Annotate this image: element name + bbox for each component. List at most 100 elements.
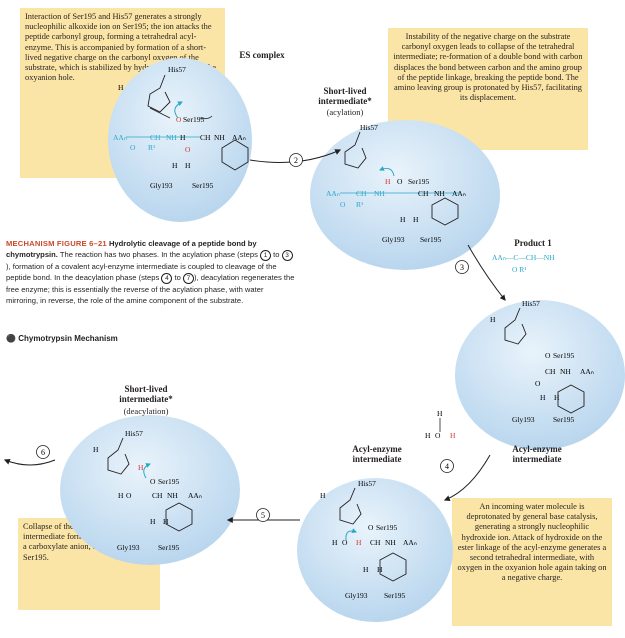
enzyme-sphere-short-lived-1 (310, 120, 500, 270)
caption-body-2: ), formation of a covalent acyl-enzyme i… (6, 261, 277, 283)
svg-text:Ser195: Ser195 (408, 177, 429, 186)
svg-text:H: H (490, 315, 496, 324)
caption-body-1: The reaction has two phases. In the acyl… (59, 250, 258, 260)
label-acylation-sub: (acylation) (326, 107, 364, 117)
caption-to-1: to (273, 250, 280, 260)
step-arrow-4 (443, 454, 491, 502)
svg-text:H: H (377, 565, 383, 574)
figure-caption: MECHANISM FIGURE 6–21 Hydrolytic cleavag… (6, 238, 296, 307)
svg-text:O: O (342, 538, 348, 547)
svg-text:O: O (397, 177, 403, 186)
svg-text:CH: CH (356, 189, 367, 198)
svg-text:NH: NH (560, 367, 571, 376)
svg-text:H: H (356, 538, 362, 547)
svg-text:His57: His57 (125, 429, 143, 438)
svg-text:AAₙ: AAₙ (403, 538, 417, 547)
svg-text:6: 6 (41, 448, 45, 457)
svg-text:His57: His57 (358, 479, 376, 488)
svg-text:H: H (413, 215, 419, 224)
step-ref-4: 4 (161, 272, 173, 284)
svg-text:AAₙ: AAₙ (580, 367, 594, 376)
step-4-marker: 4 (440, 459, 454, 473)
svg-text:O: O (435, 431, 441, 440)
svg-text:NH: NH (214, 133, 225, 142)
step-2-marker: 2 (289, 153, 303, 167)
svg-text:NH: NH (167, 491, 178, 500)
svg-text:Ser195: Ser195 (420, 235, 441, 244)
svg-text:H: H (163, 517, 169, 526)
svg-text:3: 3 (460, 263, 464, 272)
label-short-lived-deacylation: Short-lived intermediate* (119, 384, 173, 404)
svg-text:AAₙ: AAₙ (113, 133, 127, 142)
svg-text:H: H (93, 445, 99, 454)
svg-text:CH: CH (370, 538, 381, 547)
mechanism-link-label: Chymotrypsin Mechanism (18, 334, 118, 343)
step-ref-7: 7 (182, 272, 194, 284)
label-short-lived-acylation: Short-lived intermediate* (318, 86, 372, 106)
svg-text:H: H (363, 565, 369, 574)
svg-text:O: O (126, 491, 132, 500)
step-6-marker: 6 (36, 445, 50, 459)
svg-text:H: H (400, 215, 406, 224)
acyl-enzyme-right-structure: His57 H O Ser195 CH NH AAₙ O H H Gly193 … (490, 299, 594, 424)
svg-text:AAₙ: AAₙ (326, 189, 340, 198)
short-lived-2-structure: His57 H H O Ser195 H O CH NH AAₙ H H Gly… (93, 429, 202, 552)
svg-text:Ser195: Ser195 (553, 415, 574, 424)
svg-text:CH: CH (418, 189, 429, 198)
step-ref-3: 3 (281, 249, 293, 261)
acyl-enzyme-mid-structure: His57 H O Ser195 H O H CH NH AAₙ H H Gly… (320, 479, 417, 600)
svg-text:H: H (180, 133, 186, 142)
figure-title: Hydrolytic cleavage of a peptide bond by… (6, 239, 257, 260)
svg-text:His57: His57 (522, 299, 540, 308)
svg-text:R¹: R¹ (356, 200, 363, 209)
ser195-label: Ser195 (183, 115, 204, 124)
label-acyl-enzyme-mid: Acyl-enzyme intermediate (352, 444, 402, 464)
enzyme-sphere-acyl-right (455, 300, 625, 450)
svg-text:H: H (385, 177, 391, 186)
svg-text:Gly193: Gly193 (117, 543, 140, 552)
svg-text:H: H (320, 491, 326, 500)
svg-text:NH: NH (166, 133, 177, 142)
svg-text:O: O (130, 143, 136, 152)
svg-text:AAₙ: AAₙ (232, 133, 246, 142)
step-arrow-6 (3, 458, 56, 466)
svg-text:H: H (138, 463, 144, 472)
svg-text:His57: His57 (360, 123, 378, 132)
svg-text:O: O (176, 115, 182, 124)
svg-text:O: O (185, 145, 191, 154)
note-es-text: Interaction of Ser195 and His57 generate… (25, 12, 216, 83)
svg-text:AAₙ: AAₙ (188, 491, 202, 500)
step-5-marker: 5 (256, 508, 270, 522)
enzyme-sphere-acyl-mid (297, 478, 453, 622)
note-water-text: An incoming water molecule is deprotonat… (457, 502, 607, 583)
svg-text:H: H (118, 491, 124, 500)
svg-text:NH: NH (385, 538, 396, 547)
svg-text:H: H (450, 431, 456, 440)
note-collapse-text: Instability of the negative charge on th… (393, 32, 583, 103)
svg-text:H: H (437, 409, 443, 418)
svg-text:H: H (540, 393, 546, 402)
svg-text:4: 4 (445, 462, 449, 471)
svg-text:2: 2 (294, 156, 298, 165)
short-lived-1-structure: His57 H O Ser195 AAₙ CH NH CH NH AAₙ O R… (326, 123, 466, 244)
caption-to-2: to (174, 273, 181, 283)
svg-text:O R¹: O R¹ (512, 265, 527, 274)
svg-text:Ser195: Ser195 (158, 477, 179, 486)
caption-body-3: ), deacylation regenerates the free enzy… (6, 273, 295, 306)
svg-text:Ser195: Ser195 (384, 591, 405, 600)
svg-text:5: 5 (261, 511, 265, 520)
product-1-structure: AAₙ—C—CH—NH O R¹ (492, 253, 555, 274)
svg-text:H: H (172, 161, 178, 170)
svg-text:CH: CH (545, 367, 556, 376)
svg-text:O: O (545, 351, 551, 360)
label-es-complex: ES complex (239, 50, 285, 60)
mechanism-link[interactable]: ⚫ Chymotrypsin Mechanism (6, 334, 118, 343)
label-acyl-enzyme-right: Acyl-enzyme intermediate (512, 444, 562, 464)
water-molecule: H O H H (425, 409, 456, 440)
svg-text:Gly193: Gly193 (382, 235, 405, 244)
svg-text:Gly193: Gly193 (512, 415, 535, 424)
svg-text:H: H (332, 538, 338, 547)
step-arrow-3 (467, 244, 506, 301)
animation-icon: ⚫ (6, 334, 16, 343)
svg-text:CH: CH (200, 133, 211, 142)
